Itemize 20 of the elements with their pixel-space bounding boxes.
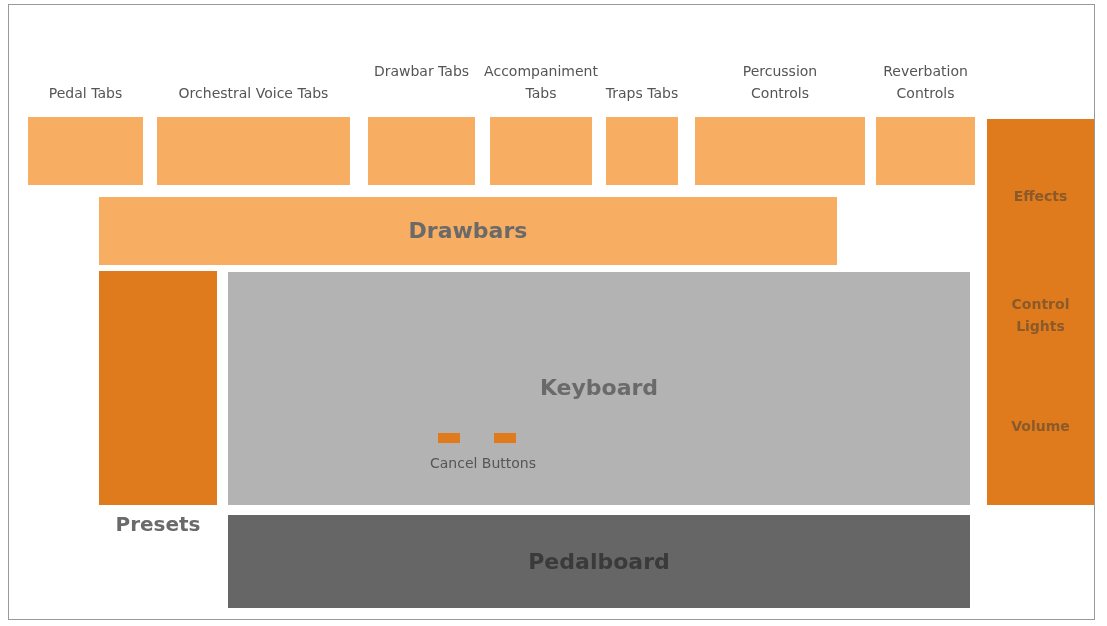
pedalboard-area: [228, 515, 970, 608]
tab-group-label: Accompaniment Tabs: [483, 62, 599, 103]
tab-group-label: Orchestral Voice Tabs: [177, 84, 330, 103]
drawbar-strip: [99, 197, 837, 265]
section-label: Keyboard: [538, 377, 660, 399]
tab-group-label: Percussion Controls: [741, 62, 819, 103]
panel-label: Control Lights: [1010, 295, 1071, 336]
tab-group-label: Reverbation Controls: [882, 62, 969, 103]
section-label: Presets: [114, 513, 202, 535]
section-label: Drawbars: [407, 220, 529, 242]
panel-label: Effects: [1012, 187, 1069, 206]
keyboard-area: [228, 272, 970, 505]
cancel-button: [494, 433, 516, 443]
tab-group-label: Traps Tabs: [604, 84, 680, 103]
tab-group-label: Pedal Tabs: [47, 84, 124, 103]
side-panel: [987, 119, 1094, 505]
cancel-button: [438, 433, 460, 443]
panel-label: Volume: [1010, 417, 1071, 436]
tab-group-label: Drawbar Tabs: [372, 62, 471, 81]
caption-text: Cancel Buttons: [428, 454, 538, 473]
